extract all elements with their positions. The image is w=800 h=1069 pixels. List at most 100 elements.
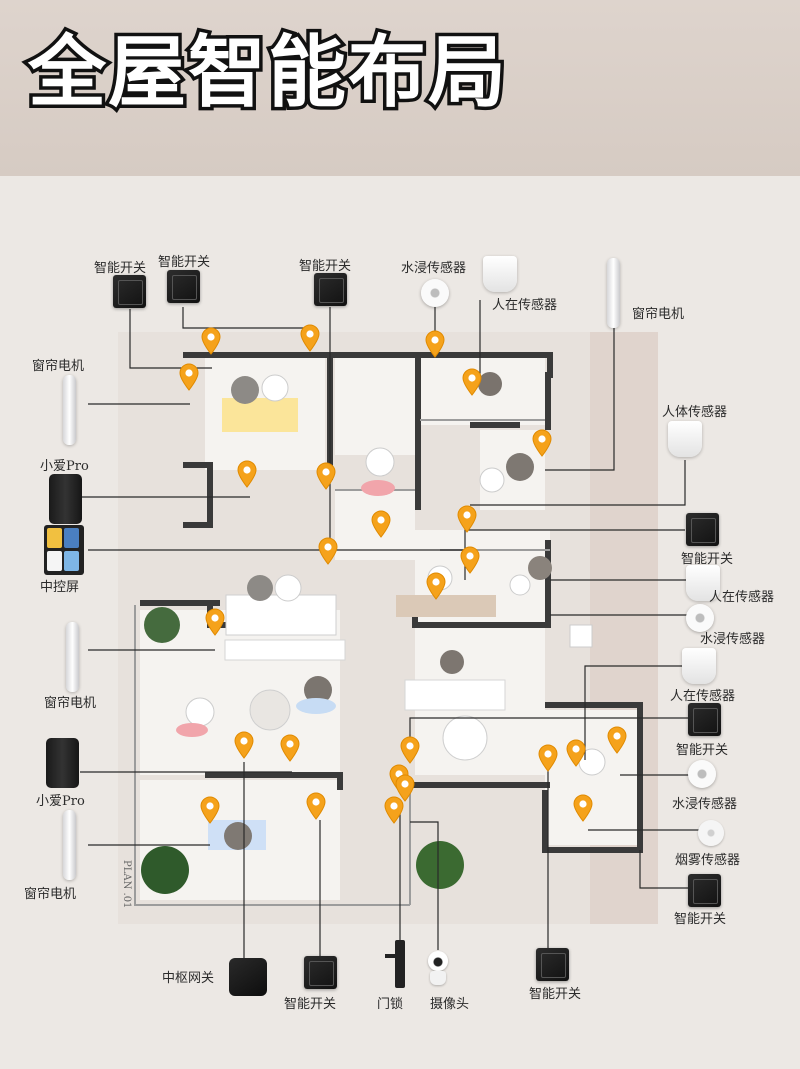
header-band [0, 0, 800, 176]
sofa [225, 594, 337, 636]
control-screen-icon [44, 525, 84, 575]
line-body-sensor [470, 460, 686, 506]
location-pin-icon [573, 794, 593, 822]
label-curtain-left-1: 窗帘电机 [32, 359, 85, 374]
coffee-table [249, 689, 291, 731]
switch-icon [113, 275, 146, 308]
location-pin-icon [607, 726, 627, 754]
label-presence-right-1: 人在传感器 [709, 590, 775, 605]
label-water-right-2: 水浸传感器 [672, 797, 738, 812]
label-door-lock: 门锁 [377, 997, 404, 1012]
location-pin-icon [300, 324, 320, 352]
location-pin-icon [462, 368, 482, 396]
switch-icon [314, 273, 347, 306]
label-switch-bottom-1: 智能开关 [284, 997, 337, 1012]
location-pin-icon [457, 505, 477, 533]
location-pin-icon [384, 796, 404, 824]
page-title: 全屋智能布局 [24, 28, 509, 118]
location-pin-icon [179, 363, 199, 391]
location-pin-icon [306, 792, 326, 820]
label-hub: 中枢网关 [162, 971, 215, 986]
wall-4 [183, 462, 213, 528]
location-pin-icon [566, 739, 586, 767]
switch-icon [304, 956, 337, 989]
washer [569, 624, 593, 648]
location-pin-icon [532, 429, 552, 457]
location-pin-icon [201, 327, 221, 355]
sofa-seat [224, 639, 346, 661]
label-switch-c: 智能开关 [299, 259, 352, 274]
furniture [208, 398, 593, 850]
bed-master [222, 398, 298, 432]
location-pin-icon [234, 731, 254, 759]
location-pin-icon [316, 462, 336, 490]
plant-3 [144, 607, 180, 643]
plant-1 [141, 846, 189, 894]
curtain-motor-icon [66, 622, 79, 692]
location-pin-icon [205, 608, 225, 636]
line-switch-right-3 [639, 850, 690, 889]
switch-icon [688, 703, 721, 736]
label-switch-a: 智能开关 [94, 261, 147, 276]
location-pin-icon [400, 736, 420, 764]
door-lock-icon [385, 940, 405, 988]
switch-icon [536, 948, 569, 981]
presence-sensor-icon [682, 648, 716, 684]
label-switch-right-3: 智能开关 [674, 912, 727, 927]
cabinet [396, 595, 496, 617]
island [404, 679, 506, 711]
room-walk-in [335, 355, 415, 455]
curtain-motor-icon [63, 375, 76, 445]
label-control-screen: 中控屏 [40, 580, 80, 595]
water-sensor-icon [421, 279, 449, 307]
smart-speaker-icon [49, 474, 82, 524]
location-pin-icon [280, 734, 300, 762]
line-curtain-top-right [545, 320, 615, 471]
label-body-sensor: 人体传感器 [662, 405, 728, 420]
label-curtain-top-right: 窗帘电机 [632, 307, 685, 322]
plant-2 [416, 841, 464, 889]
label-presence-top: 人在传感器 [492, 298, 558, 313]
location-pin-icon [318, 537, 338, 565]
line-camera [410, 821, 439, 950]
label-xiaoai-1: 小爱Pro [40, 459, 89, 474]
label-switch-bottom-2: 智能开关 [529, 987, 582, 1002]
switch-icon [688, 874, 721, 907]
location-pin-icon [426, 572, 446, 600]
floor-plan-area: PLAN .01 [0, 176, 800, 1069]
label-smoke-sensor: 烟雾传感器 [675, 853, 741, 868]
label-water-right-1: 水浸传感器 [700, 632, 766, 647]
dining-table [442, 715, 488, 761]
curtain-motor-icon [607, 258, 620, 328]
location-pin-icon [237, 460, 257, 488]
switch-icon [686, 513, 719, 546]
wall-8 [205, 772, 343, 790]
label-switch-right-2: 智能开关 [676, 743, 729, 758]
line-presence-right-2 [584, 665, 690, 760]
switch-icon [167, 270, 200, 303]
location-pin-icon [200, 796, 220, 824]
wall-outer-left [134, 605, 410, 906]
location-pin-icon [460, 546, 480, 574]
smart-speaker-icon [46, 738, 79, 788]
smoke-sensor-icon [698, 820, 724, 846]
location-pin-icon [371, 510, 391, 538]
curtain-motor-icon [63, 810, 76, 880]
label-switch-b: 智能开关 [158, 255, 211, 270]
label-curtain-left-3: 窗帘电机 [24, 887, 77, 902]
label-water-top: 水浸传感器 [401, 261, 467, 276]
label-xiaoai-2: 小爱Pro [36, 794, 85, 809]
presence-sensor-icon [686, 565, 720, 601]
connector-lines [80, 300, 700, 960]
location-pin-icon [425, 330, 445, 358]
location-pin-icon [538, 744, 558, 772]
label-presence-right-2: 人在传感器 [670, 689, 736, 704]
water-sensor-icon [688, 760, 716, 788]
water-sensor-icon [686, 604, 714, 632]
label-camera: 摄像头 [430, 997, 470, 1012]
presence-sensor-icon [668, 421, 702, 457]
plants [141, 607, 464, 894]
camera-icon [427, 951, 449, 985]
wall-top [183, 352, 553, 378]
location-pin-icon [395, 774, 415, 802]
